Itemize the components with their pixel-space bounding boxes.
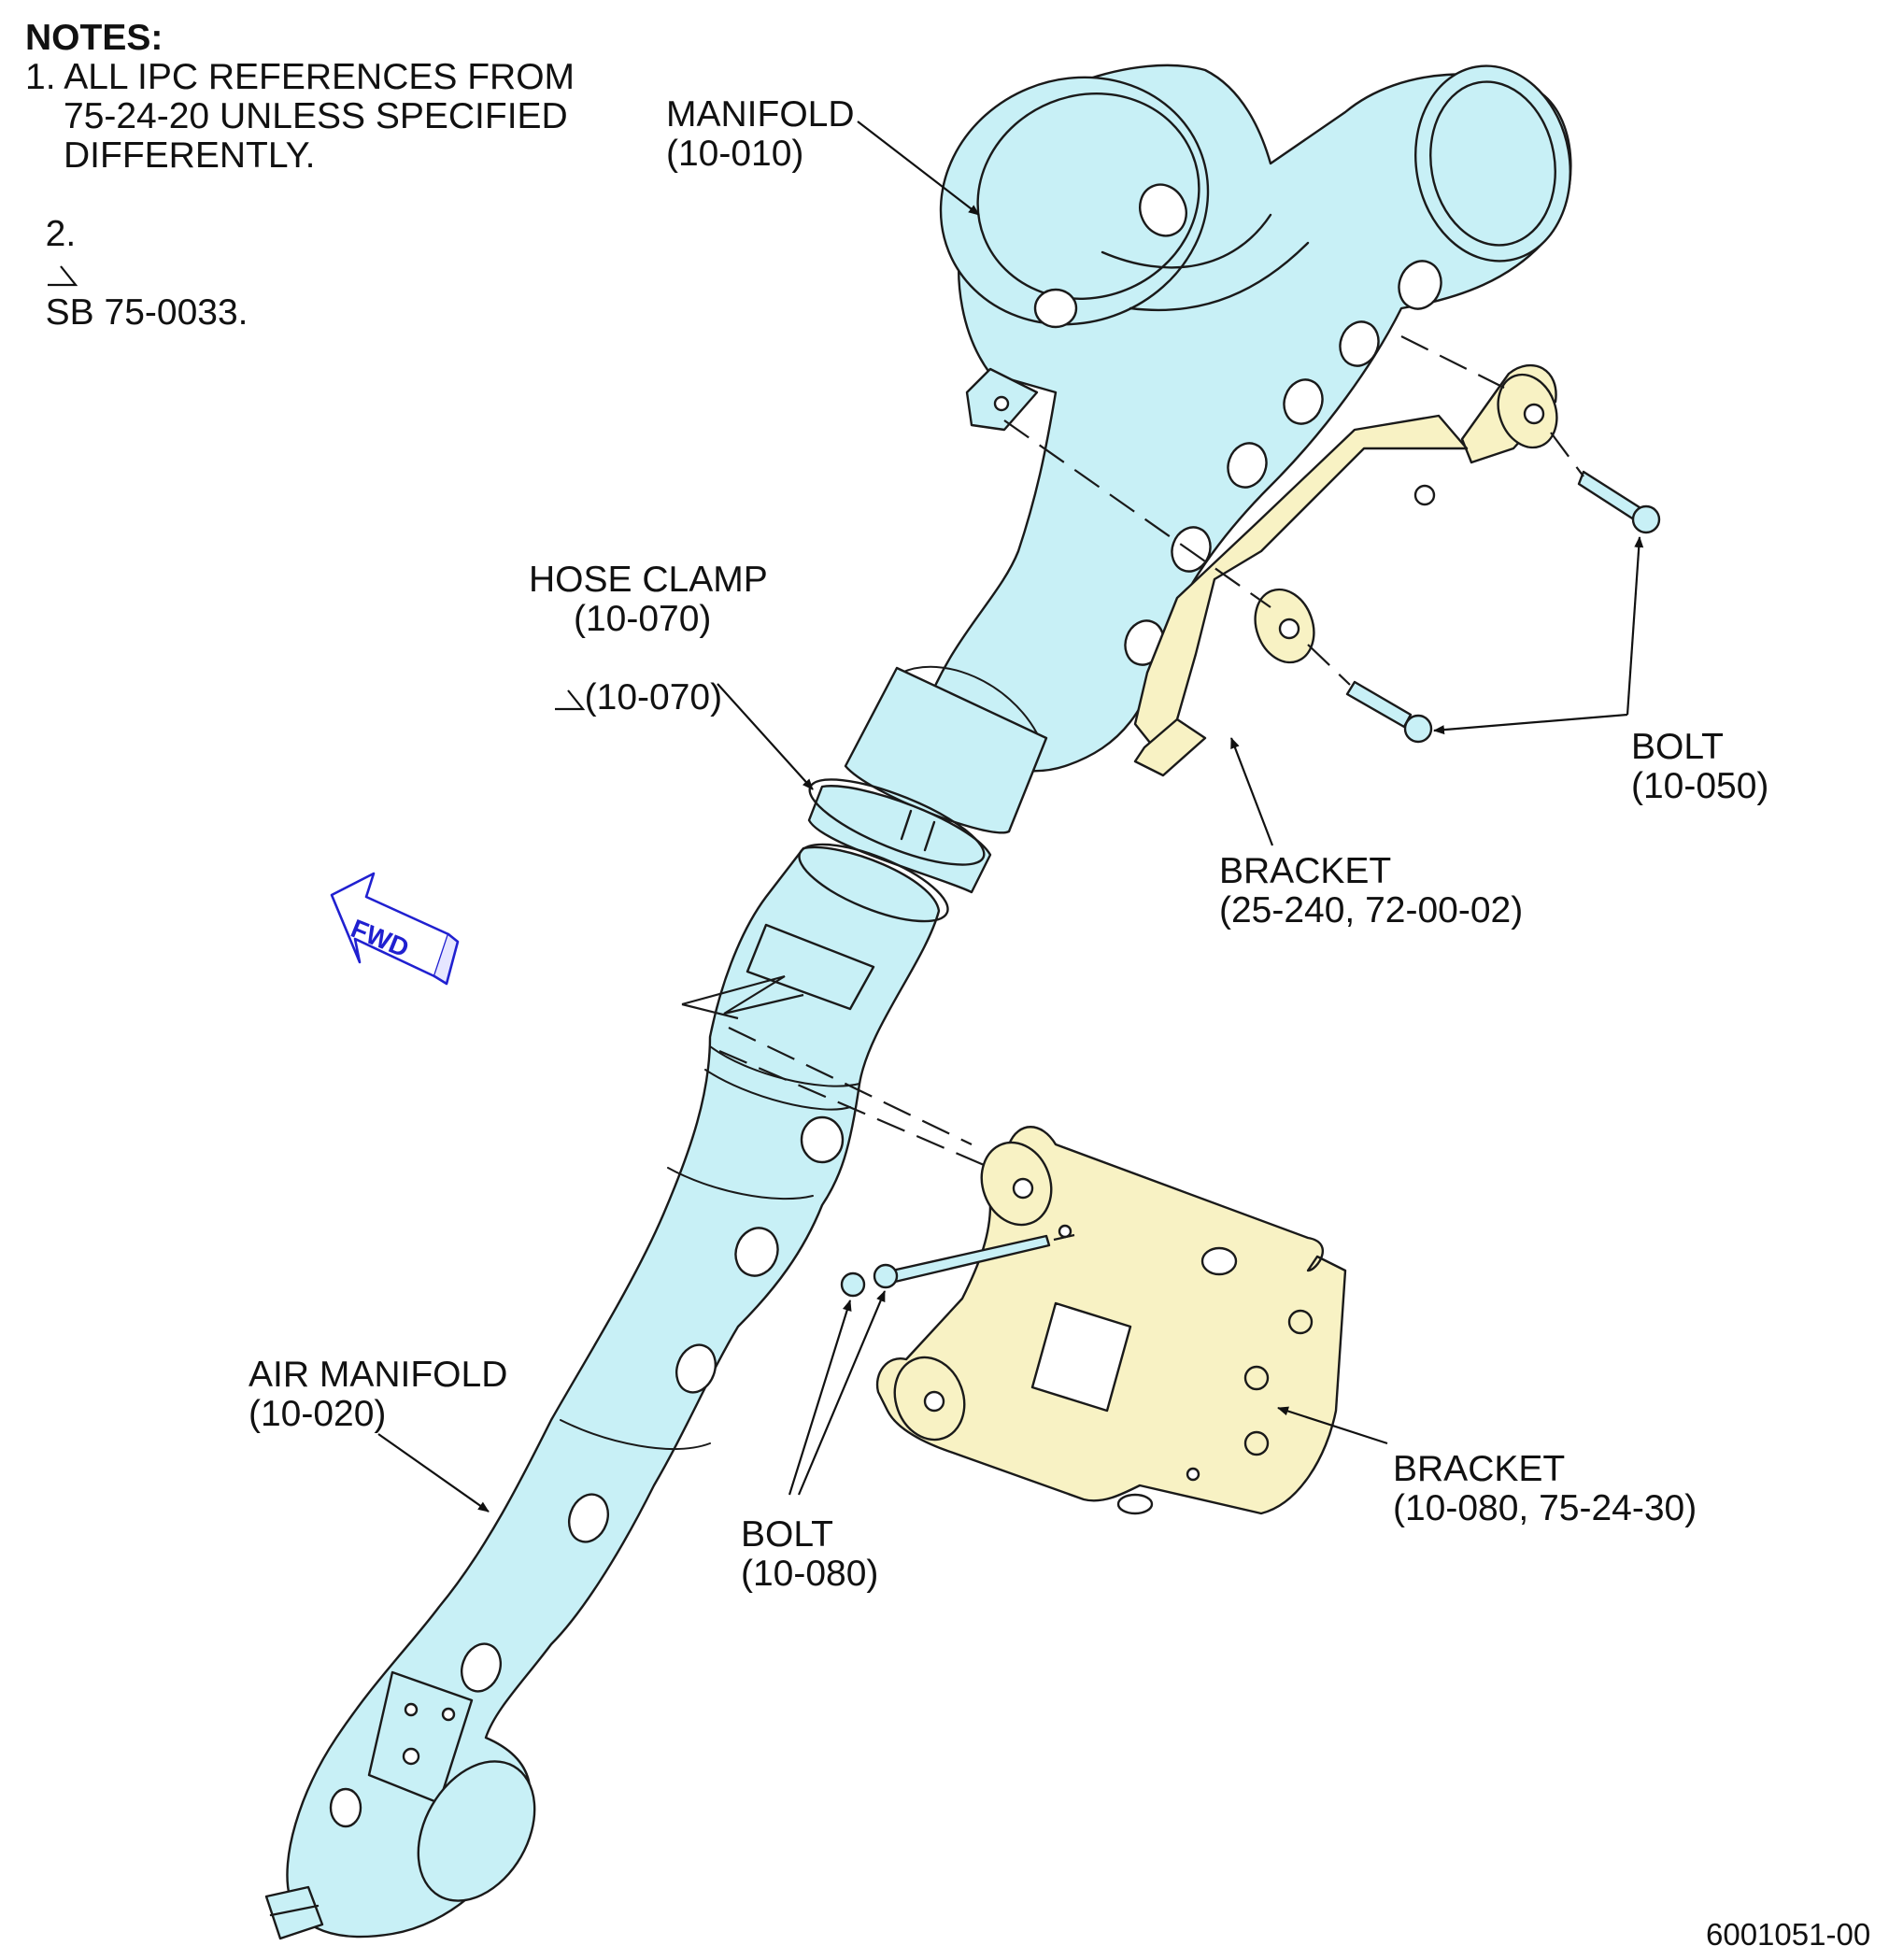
notes-line-4-text: SB 75-0033.	[45, 292, 249, 333]
label-manifold-name: MANIFOLD	[666, 94, 855, 135]
hose-clamp-part	[807, 778, 992, 894]
leader-bolt-lower-2	[797, 1290, 887, 1496]
label-bolt-upper-ref: (10-050)	[1631, 766, 1769, 806]
leader-air-manifold	[377, 1433, 490, 1513]
air-manifold-part	[264, 843, 949, 1940]
label-bolt-upper-name: BOLT	[1631, 727, 1724, 767]
label-air-manifold-name: AIR MANIFOLD	[249, 1355, 508, 1395]
notes-line-4-number: 2.	[45, 214, 77, 254]
notes-line-1: 1. ALL IPC REFERENCES FROM	[25, 57, 575, 97]
label-manifold-ref: (10-010)	[666, 134, 804, 174]
bolt-lower	[840, 1234, 1051, 1298]
bolt-upper-1	[1577, 470, 1661, 534]
manifold-part	[891, 64, 1572, 773]
label-hose-clamp-ref-sb-text: (10-070)	[584, 677, 723, 717]
notes-line-4: 2. SB 75-0033.	[25, 176, 249, 333]
sb-flag-icon	[554, 689, 585, 711]
label-hose-clamp-ref-sb: (10-070)	[533, 639, 722, 717]
figure-number: 6001051-00	[1706, 1917, 1871, 1952]
label-bolt-lower-name: BOLT	[741, 1514, 833, 1555]
leader-bolt-upper-1	[1626, 536, 1644, 716]
label-bracket-upper-ref: (25-240, 72-00-02)	[1219, 890, 1524, 930]
notes-title: NOTES:	[25, 18, 163, 58]
leader-hose-clamp	[717, 683, 814, 790]
notes-line-3: DIFFERENTLY.	[64, 135, 316, 176]
bolt-upper-2	[1345, 680, 1433, 744]
leader-bolt-upper-2	[1433, 713, 1628, 735]
leader-manifold	[857, 121, 980, 216]
label-hose-clamp-name: HOSE CLAMP	[529, 560, 768, 600]
label-hose-clamp-ref: (10-070)	[574, 599, 712, 639]
label-bracket-lower-ref: (10-080, 75-24-30)	[1393, 1488, 1697, 1528]
leader-bracket-upper	[1229, 737, 1274, 846]
notes-line-2: 75-24-20 UNLESS SPECIFIED	[64, 96, 568, 136]
label-bracket-upper-name: BRACKET	[1219, 851, 1392, 891]
label-bolt-lower-ref: (10-080)	[741, 1554, 879, 1594]
leader-bracket-lower	[1277, 1406, 1388, 1445]
label-bracket-lower-name: BRACKET	[1393, 1449, 1566, 1489]
fwd-arrow-icon	[330, 872, 460, 986]
label-air-manifold-ref: (10-020)	[249, 1394, 387, 1434]
leader-bolt-lower-1	[788, 1300, 852, 1496]
bracket-lower-part	[875, 1126, 1347, 1515]
sb-flag-icon	[47, 265, 78, 287]
